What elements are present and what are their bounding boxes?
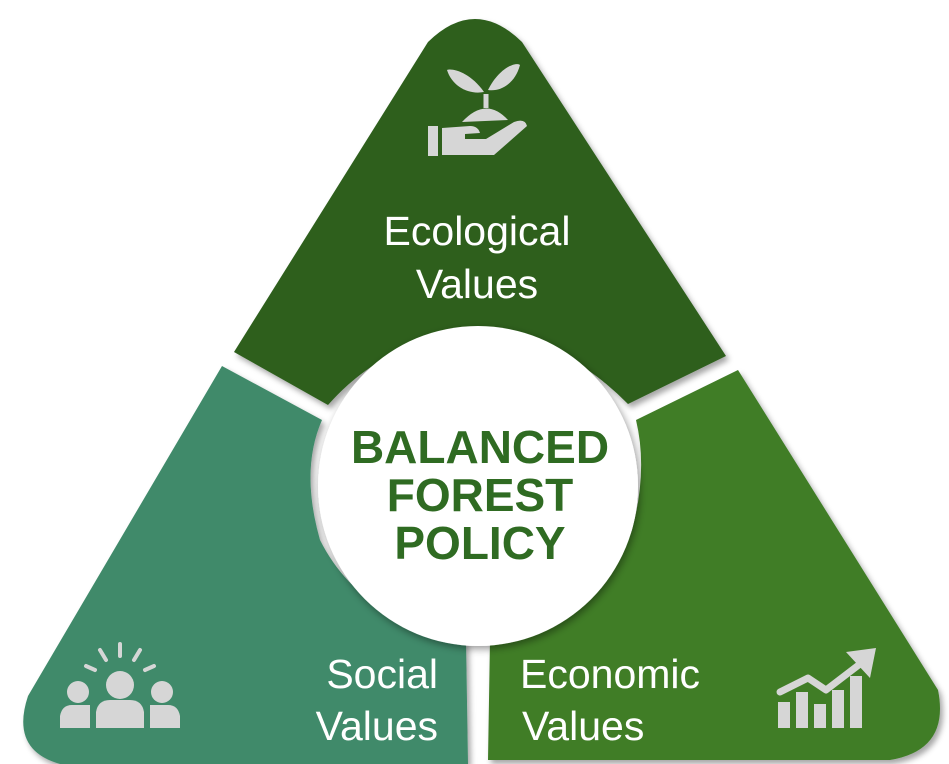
- group-people-icon: [60, 642, 180, 728]
- ecological-segment: Ecological Values: [234, 19, 726, 405]
- center-label-line1: BALANCED: [351, 421, 609, 473]
- ecological-segment-shape: [234, 19, 726, 405]
- center-circle-shape: [318, 326, 638, 646]
- ecological-label-line2: Values: [416, 261, 538, 307]
- social-segment: Social Values: [23, 366, 469, 764]
- social-label-line2: Values: [316, 703, 438, 749]
- economic-label-line2: Values: [522, 703, 644, 749]
- center-circle: BALANCED FOREST POLICY: [318, 326, 638, 646]
- plant-in-hand-icon: [428, 64, 527, 156]
- ecological-label-line1: Ecological: [384, 208, 571, 254]
- center-label-line2: FOREST: [387, 469, 574, 521]
- economic-segment: Economic Values: [488, 370, 940, 760]
- economic-segment-shape: [488, 370, 940, 760]
- social-label-line1: Social: [326, 651, 438, 697]
- rising-bar-chart-icon: [776, 648, 876, 728]
- social-segment-shape: [23, 366, 469, 764]
- center-label-line3: POLICY: [394, 517, 565, 569]
- economic-label-line1: Economic: [520, 651, 700, 697]
